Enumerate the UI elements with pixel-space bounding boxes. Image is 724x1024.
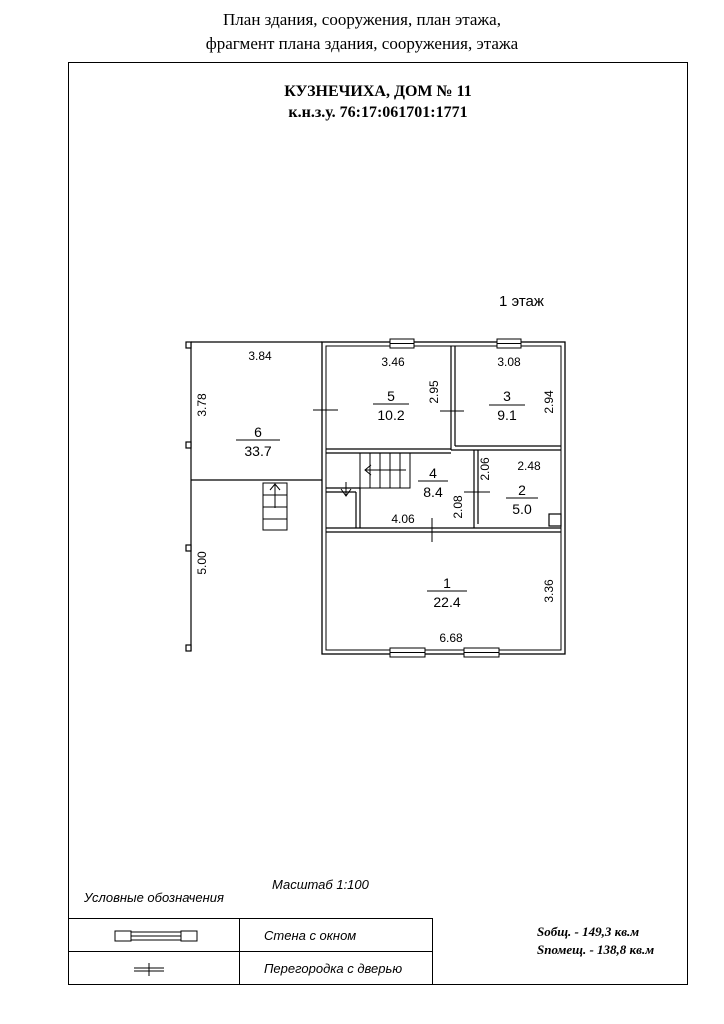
room-1-area: 22.4 [433, 594, 460, 610]
dim-room3-width: 3.08 [497, 355, 521, 369]
terrace-outline [185, 341, 322, 652]
scale-label: Масштаб 1:100 [272, 877, 369, 892]
interior-stairs [340, 452, 411, 497]
legend-label-window: Стена с окном [264, 928, 357, 943]
door-marks [313, 409, 490, 542]
wall-with-window-icon [68, 919, 240, 951]
drawing-frame [68, 62, 688, 985]
room-label-bars [236, 403, 538, 592]
dim-terrace-depth: 3.78 [195, 393, 209, 417]
room-3-area: 9.1 [497, 407, 517, 423]
room-4-area: 8.4 [423, 484, 443, 500]
legend-title: Условные обозначения [84, 890, 224, 905]
legend-row-window: Стена с окном [68, 918, 433, 951]
dim-room5-depth: 2.95 [427, 380, 441, 404]
dim-room2-width: 2.48 [517, 459, 541, 473]
document-header-line-1: План здания, сооружения, план этажа, [223, 10, 501, 29]
dim-room4-width: 4.06 [391, 512, 415, 526]
dim-room3-depth: 2.94 [542, 390, 556, 414]
dim-room5-width: 3.46 [381, 355, 405, 369]
room-4-number: 4 [429, 465, 437, 481]
room-1-number: 1 [443, 575, 451, 591]
dim-room2-depth: 2.06 [478, 457, 492, 481]
room-5-area: 10.2 [377, 407, 404, 423]
room-2-number: 2 [518, 482, 526, 498]
total-area: Sобщ. - 149,3 кв.м [537, 924, 640, 939]
room-3-number: 3 [503, 388, 511, 404]
address-title: КУЗНЕЧИХА, ДОМ № 11 [284, 83, 472, 100]
windows [389, 338, 522, 658]
dim-porch-length: 5.00 [195, 551, 209, 575]
cadastral-number: к.н.з.у. 76:17:061701:1771 [288, 104, 468, 121]
room-6-number: 6 [254, 424, 262, 440]
dim-room1-width: 6.68 [439, 631, 463, 645]
dim-room1-depth: 3.36 [542, 579, 556, 603]
dim-terrace-width: 3.84 [248, 349, 272, 363]
room-5-number: 5 [387, 388, 395, 404]
dim-room4-depth: 2.08 [451, 495, 465, 519]
document-header-line-2: фрагмент плана здания, сооружения, этажа [205, 34, 519, 53]
legend-label-door: Перегородка с дверью [264, 961, 403, 976]
floor-label: 1 этаж [499, 293, 544, 310]
house-walls [321, 341, 566, 655]
legend-row-door: Перегородка с дверью [68, 951, 433, 985]
rooms-area: Sпомещ. - 138,8 кв.м [537, 942, 655, 957]
partition-with-door-icon [68, 952, 240, 985]
porch-stairs [262, 482, 288, 531]
room-6-area: 33.7 [244, 443, 271, 459]
legend-table: Стена с окном Перегородка с дверью [68, 918, 433, 985]
room-2-area: 5.0 [512, 501, 532, 517]
